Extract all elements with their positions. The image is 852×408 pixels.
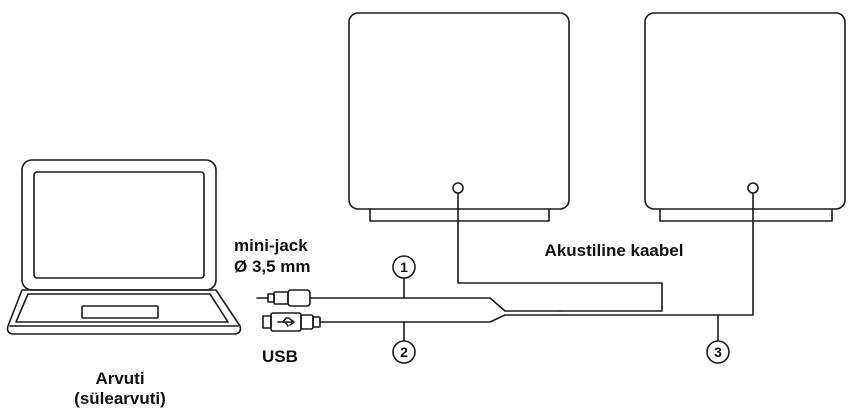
right-speaker-cable: [559, 192, 754, 316]
right-speaker-illustration: [644, 12, 846, 222]
audio-cable: [309, 297, 561, 312]
speaker-cable-label: Akustiline kaabel: [545, 241, 684, 260]
callout-3-number: 3: [714, 344, 722, 360]
callout-1-circle: [392, 255, 416, 279]
laptop-label: (sülearvuti): [74, 389, 166, 408]
left-speaker-illustration: [348, 12, 570, 222]
left-speaker-cable: [457, 192, 663, 312]
mini-jack-plug: [256, 289, 311, 307]
usb-plug: [262, 312, 321, 332]
callout-2-number: 2: [400, 344, 408, 360]
laptop-illustration: [6, 159, 242, 335]
callout-1-number: 1: [400, 259, 408, 275]
callout-2-circle: [392, 340, 416, 364]
callout-3-circle: [706, 340, 730, 364]
mini-jack-label: mini-jack: [234, 236, 308, 255]
usb-cable: [319, 314, 561, 323]
mini-jack-size-label: Ø 3,5 mm: [234, 257, 311, 276]
usb-label: USB: [262, 347, 298, 366]
computer-label: Arvuti: [95, 369, 144, 388]
